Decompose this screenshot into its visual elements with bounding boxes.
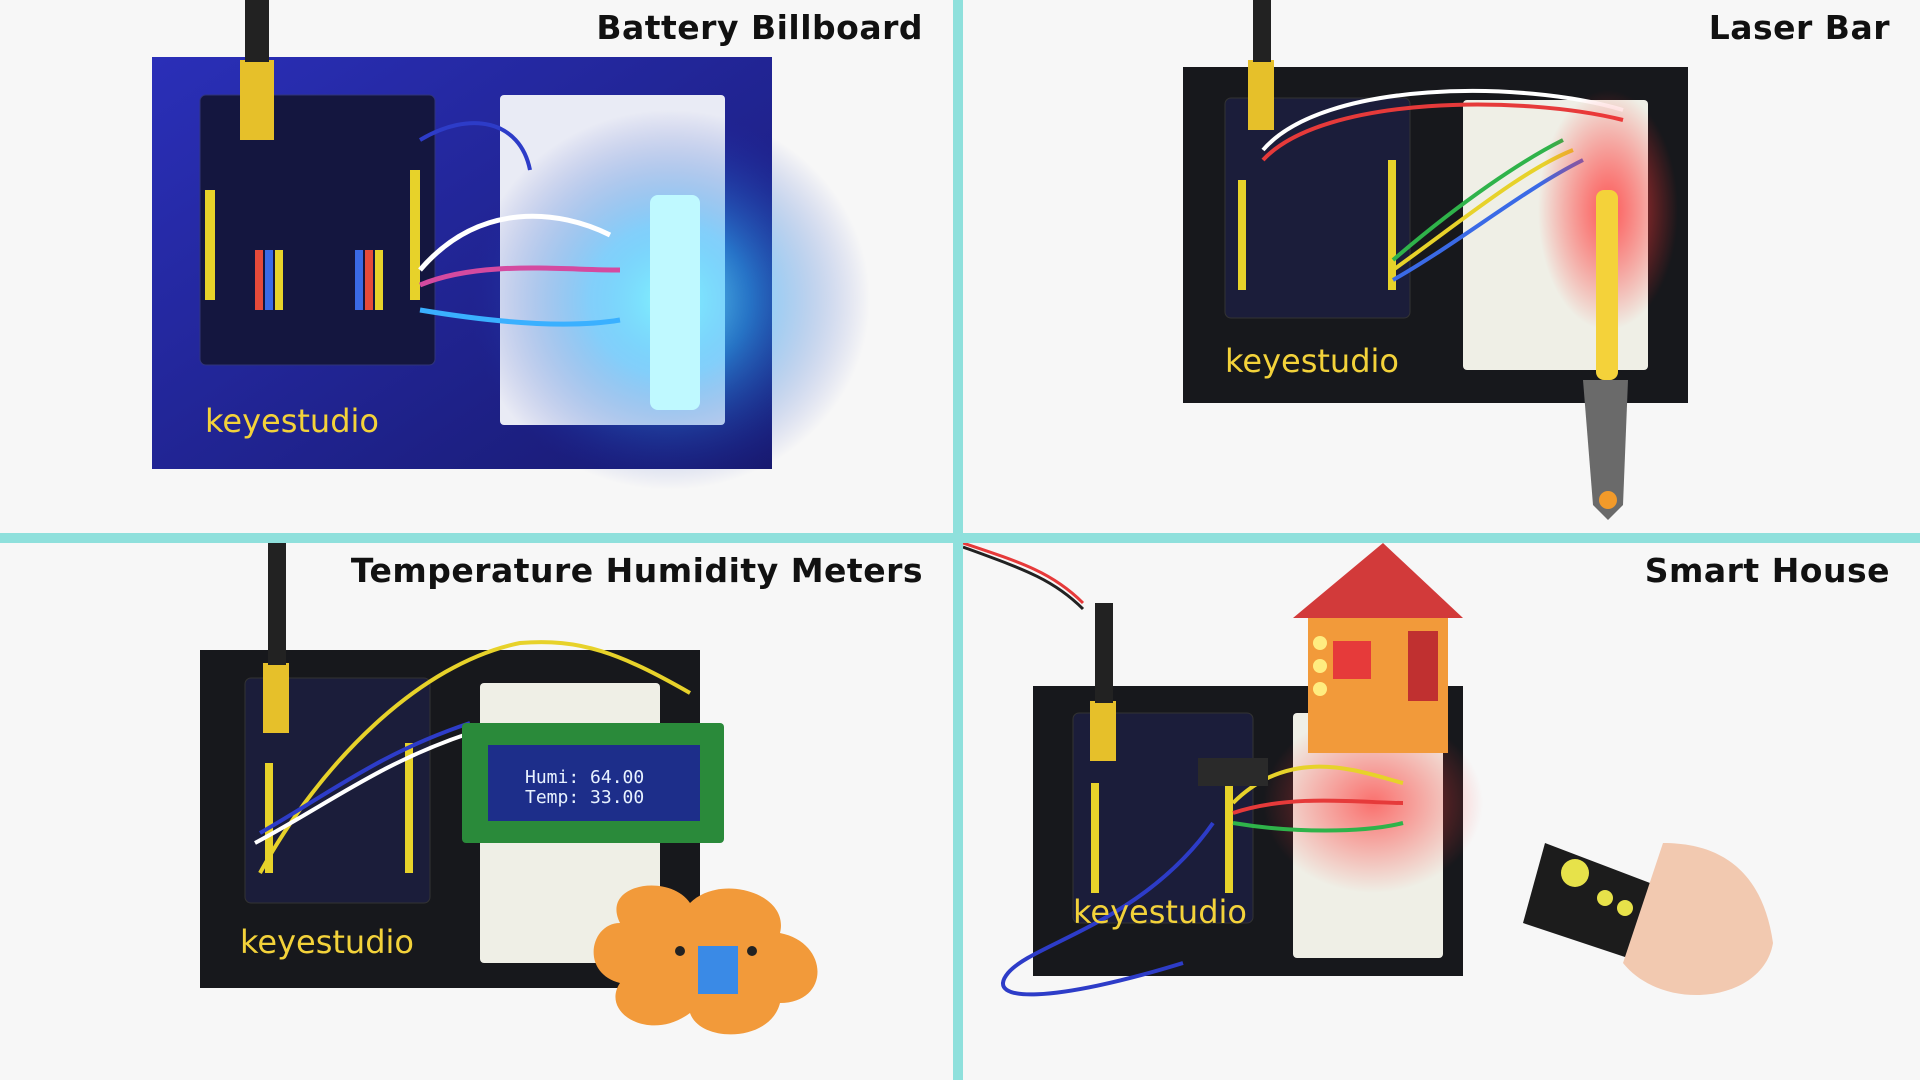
laser-bar	[1596, 190, 1618, 380]
panel-temperature-humidity-meters: Humi: 64.00 Temp: 33.00 keyestudio Tempe…	[0, 543, 953, 1080]
power-jack	[1090, 701, 1116, 761]
controller-board	[244, 677, 431, 904]
horizontal-divider	[0, 533, 1920, 543]
panel-title-smart-house: Smart House	[1644, 551, 1890, 590]
ir-remote-control	[1523, 843, 1663, 963]
hand	[1623, 843, 1773, 996]
battery-billboard-photo: keyestudio	[152, 0, 870, 490]
temperature-humidity-photo: Humi: 64.00 Temp: 33.00 keyestudio	[200, 543, 818, 1035]
panel-title-temperature-humidity-meters: Temperature Humidity Meters	[350, 551, 923, 590]
ir-receiver	[1198, 758, 1268, 786]
controller-board	[199, 94, 436, 366]
brand-logo-text: keyestudio	[1073, 893, 1247, 931]
brand-logo-text: keyestudio	[240, 923, 414, 961]
lcd-screen	[488, 745, 700, 821]
panel-smart-house: keyestudio Smart House	[963, 543, 1920, 1080]
power-jack	[1248, 60, 1274, 130]
lcd-line-humidity: Humi: 64.00	[525, 767, 644, 788]
brand-logo-text: keyestudio	[205, 402, 379, 440]
power-jack	[263, 663, 289, 733]
panel-title-battery-billboard: Battery Billboard	[596, 8, 923, 47]
house-window	[1333, 641, 1371, 679]
header-pins	[255, 250, 383, 310]
controller-board	[1224, 97, 1411, 319]
sword-handle	[1583, 380, 1628, 520]
brand-logo-text: keyestudio	[1225, 342, 1399, 380]
humidity-sensor	[698, 946, 738, 994]
lcd-line-temperature: Temp: 33.00	[525, 787, 644, 808]
led-bar	[650, 195, 700, 410]
panel-title-laser-bar: Laser Bar	[1708, 8, 1890, 47]
house-roof	[1293, 543, 1463, 618]
smart-house-photo: keyestudio	[963, 543, 1773, 997]
laser-bar-photo: keyestudio	[1183, 0, 1688, 520]
panel-battery-billboard: keyestudio Battery Billboard	[0, 0, 953, 533]
power-jack	[240, 60, 274, 140]
panel-laser-bar: keyestudio Laser Bar	[963, 0, 1920, 533]
